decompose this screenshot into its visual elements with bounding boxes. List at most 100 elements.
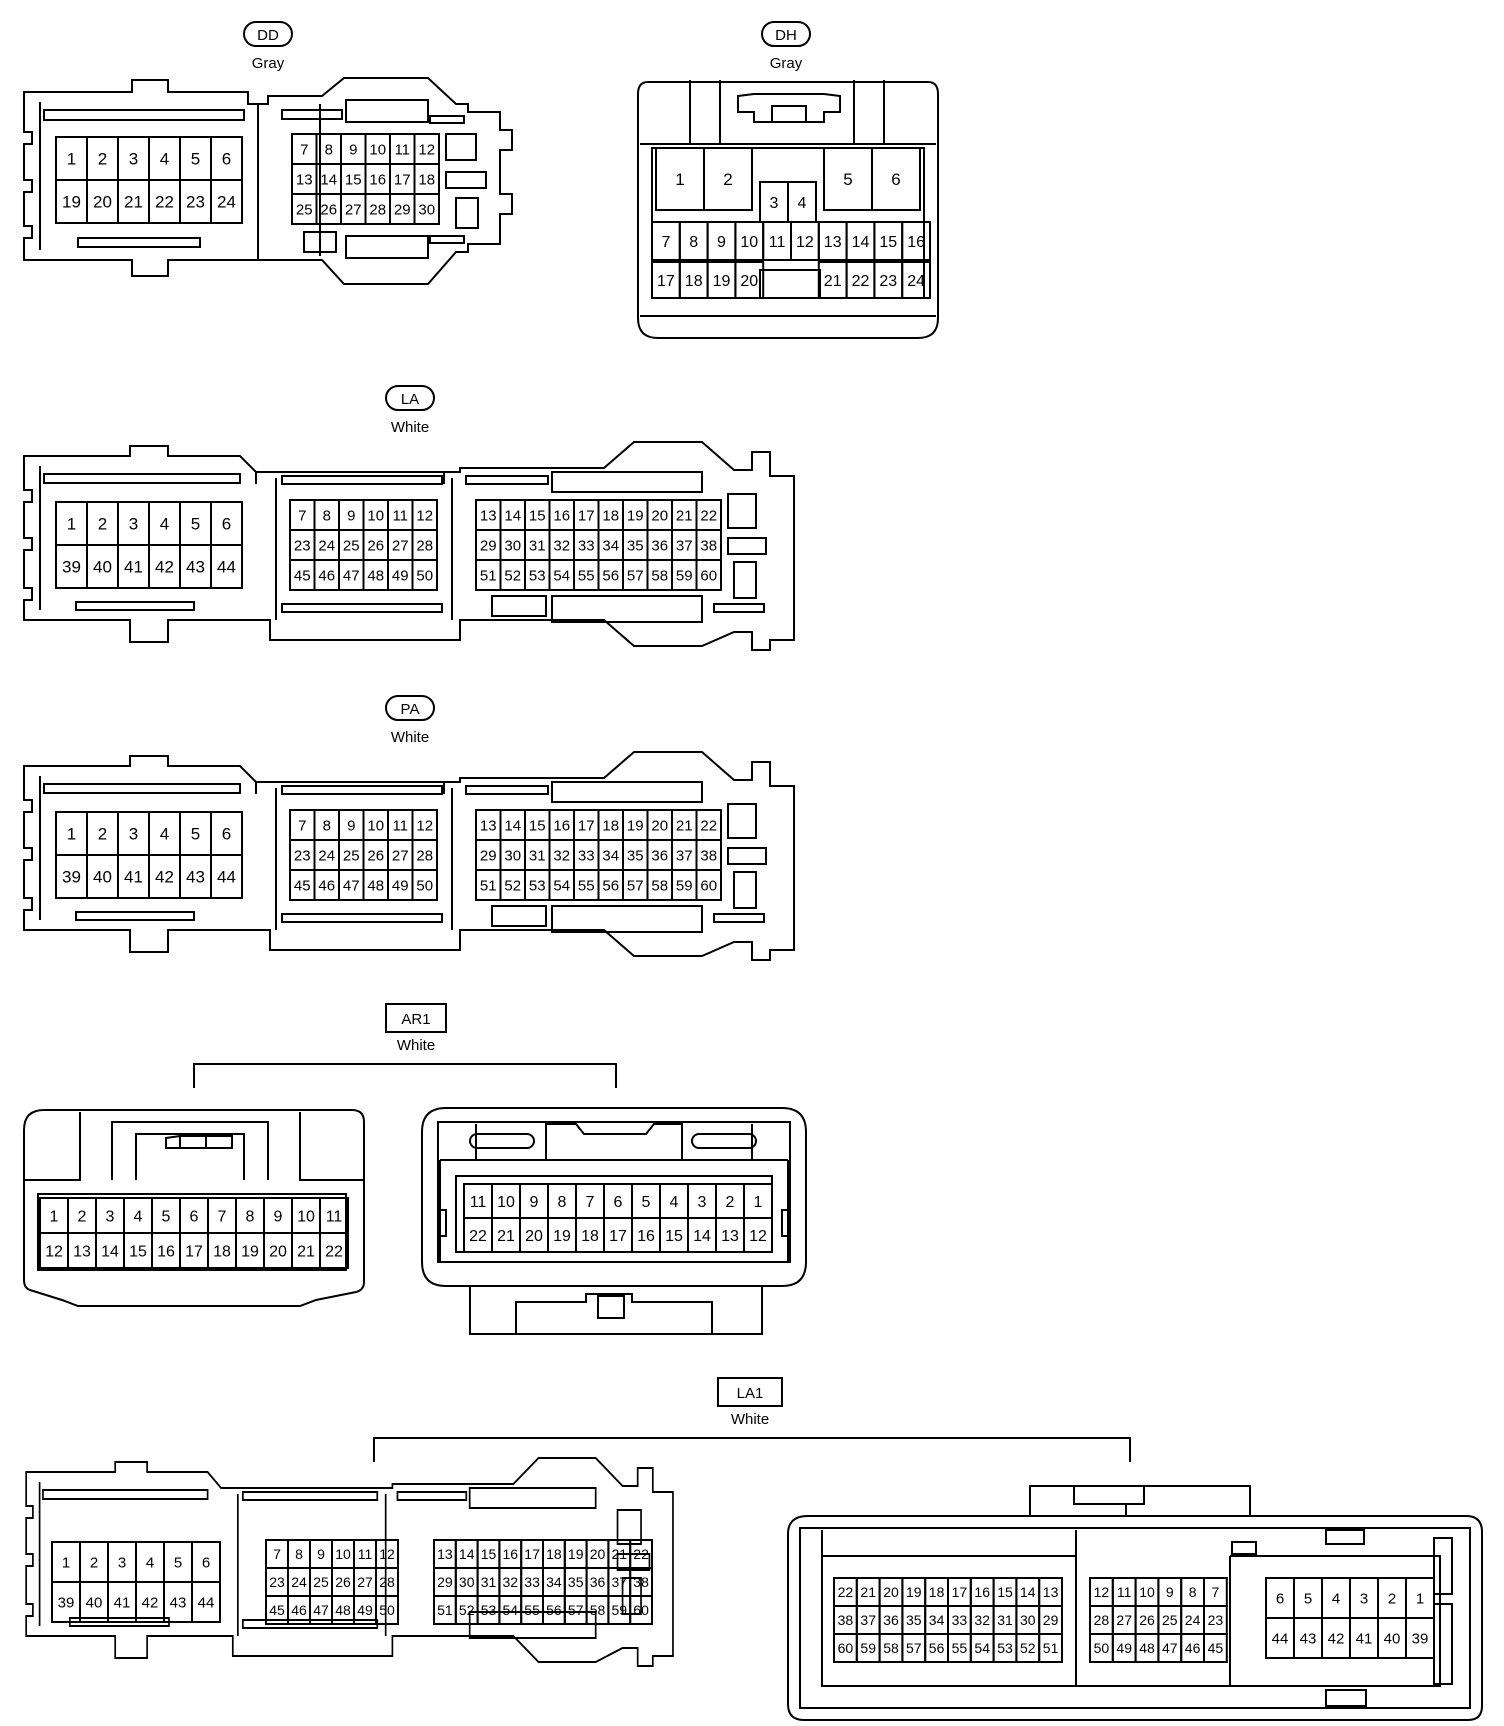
pin-number: 19 [627,817,644,834]
pin-number: 47 [313,1602,329,1618]
pin-number: 17 [185,1243,203,1260]
pin-number: 12 [1094,1584,1110,1600]
pin-number: 7 [586,1194,595,1211]
pin-number: 60 [700,567,717,584]
pin-number: 1 [754,1194,763,1211]
pin-number: 46 [291,1602,307,1618]
pin-number: 24 [318,847,335,864]
pin-number: 23 [294,537,311,554]
pin-number: 50 [416,877,433,894]
pin-number: 11 [358,1546,373,1562]
connector-dh-color: Gray [770,55,803,72]
pin-number: 5 [843,170,852,189]
pin-number: 2 [98,515,107,534]
pin-number: 15 [997,1584,1013,1600]
pin-number: 8 [246,1208,255,1225]
pin-number: 33 [578,537,595,554]
pin-number: 10 [1139,1584,1155,1600]
pin-number: 55 [578,877,595,894]
pin-number: 17 [394,171,411,188]
pin-number: 54 [553,567,570,584]
pin-number: 2 [78,1208,87,1225]
pin-cell [375,1595,399,1625]
connector-la1-code-box [717,1377,783,1407]
pin-number: 32 [503,1574,519,1590]
pin-number: 54 [553,877,570,894]
pin-number: 19 [553,1228,571,1245]
pin-number: 23 [294,847,311,864]
pin-number: 58 [651,877,668,894]
pin-number: 15 [345,171,362,188]
pin-number: 16 [553,507,570,524]
pin-number: 57 [906,1640,922,1656]
pin-number: 9 [717,234,726,251]
pin-number: 14 [504,817,521,834]
pin-number: 35 [627,847,644,864]
pin-number: 25 [313,1574,329,1590]
pin-number: 40 [93,868,112,887]
pin-number: 59 [860,1640,876,1656]
pin-number: 13 [1043,1584,1059,1600]
pin-number: 8 [325,141,333,158]
pin-number: 39 [62,558,81,577]
pin-number: 4 [160,515,169,534]
pin-number: 20 [525,1228,543,1245]
pin-number: 22 [700,507,717,524]
pin-number: 53 [529,877,546,894]
pin-number: 16 [553,817,570,834]
pin-number: 5 [174,1554,182,1571]
pin-number: 30 [418,201,435,218]
pin-number: 15 [529,507,546,524]
pin-number: 39 [62,868,81,887]
pin-number: 24 [291,1574,307,1590]
pin-number: 6 [222,150,231,169]
pin-number: 51 [480,567,497,584]
pin-number: 19 [627,507,644,524]
pin-number: 41 [1356,1630,1373,1647]
pin-cell [191,1581,221,1623]
pin-number: 43 [170,1594,187,1611]
pin-number: 40 [86,1594,103,1611]
pin-number: 9 [347,817,355,834]
pin-number: 9 [317,1546,325,1562]
pin-number: 51 [1043,1640,1059,1656]
pin-number: 7 [298,507,306,524]
connector-pa-code: PA [401,701,420,718]
pin-number: 1 [67,515,76,534]
pin-number: 45 [294,567,311,584]
pin-number: 17 [952,1584,968,1600]
pin-number: 38 [700,847,717,864]
pin-number: 51 [480,877,497,894]
pin-number: 60 [633,1602,649,1618]
pin-number: 10 [497,1194,515,1211]
pin-number: 10 [367,817,384,834]
pin-number: 12 [416,817,433,834]
pin-number: 43 [186,868,205,887]
pin-number: 54 [503,1602,519,1618]
pin-number: 12 [796,234,814,251]
pin-number: 17 [657,273,675,290]
pin-number: 49 [1116,1640,1132,1656]
pin-number: 48 [335,1602,351,1618]
pin-number: 21 [124,193,143,212]
pin-number: 1 [67,825,76,844]
pin-number: 35 [568,1574,584,1590]
pin-number: 14 [693,1228,711,1245]
pin-number: 8 [323,817,331,834]
pin-number: 3 [770,195,779,212]
pin-number: 49 [357,1602,373,1618]
pin-number: 22 [325,1243,343,1260]
pin-number: 3 [106,1208,115,1225]
pin-cell [901,221,932,261]
pin-number: 30 [504,847,521,864]
pin-number: 49 [392,567,409,584]
pin-number: 34 [546,1574,562,1590]
pin-number: 12 [749,1228,767,1245]
pin-cell [901,261,932,299]
connector-ar1-right-housing [421,1107,807,1287]
pin-number: 16 [637,1228,655,1245]
connector-pa-code-badge [385,695,435,721]
pin-number: 1 [67,150,76,169]
connector-la-code: LA [401,391,419,408]
pin-number: 5 [191,150,200,169]
